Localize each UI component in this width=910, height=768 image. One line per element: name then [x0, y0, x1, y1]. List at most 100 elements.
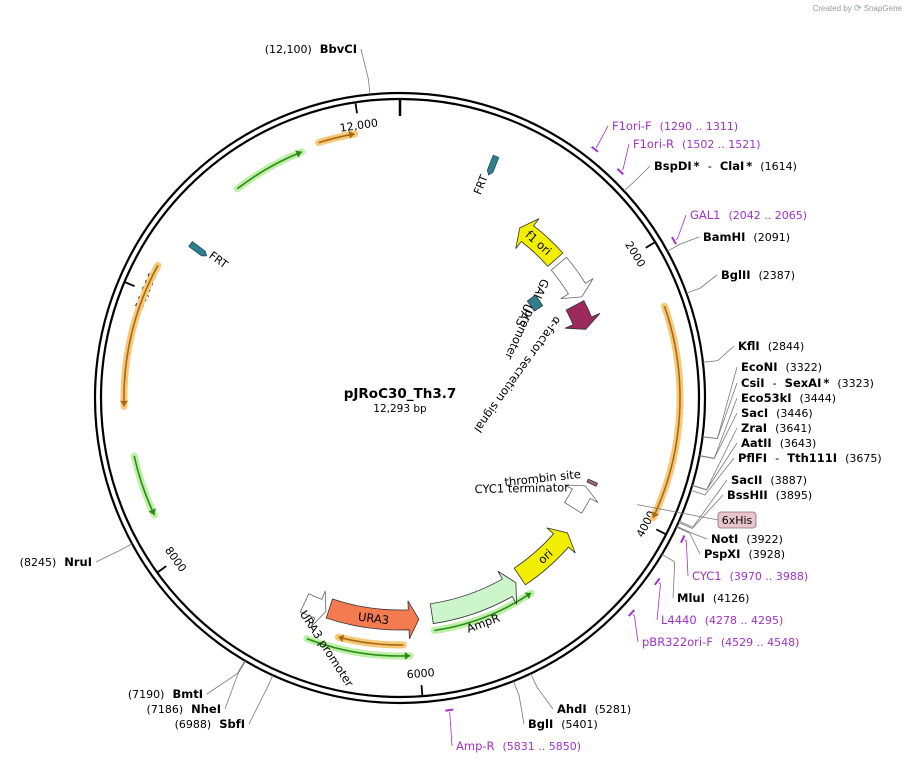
site-leader [702, 382, 738, 440]
site-position: (6988) [175, 718, 212, 731]
site-label: NotI(3922) [711, 532, 783, 546]
enzyme-site[interactable]: PflFI-Tth111I(3675) [690, 451, 882, 496]
primer-site[interactable]: pBR322ori-F(4529 .. 4548) [628, 609, 800, 649]
enzyme-site[interactable]: BssHII(3895) [678, 488, 813, 529]
feature-arrow [429, 570, 518, 625]
site-label: BssHII(3895) [727, 488, 812, 502]
feature-label: URA3 [357, 610, 390, 628]
primer-site[interactable]: CYC1(3970 .. 3988) [680, 535, 808, 583]
site-leader [206, 660, 246, 695]
site-leader [623, 165, 651, 192]
enzyme-site[interactable]: AhdI(5281) [530, 673, 632, 716]
site-leader [702, 345, 735, 363]
primer-site[interactable]: F1ori-R(1502 .. 1521) [616, 137, 761, 176]
enzyme-site[interactable]: (7186)NheI [147, 660, 246, 716]
enzyme-site[interactable]: ZraI (3641) [692, 421, 812, 491]
site-position: (4278 .. 4295) [705, 614, 784, 627]
site-label: (7190)BmtI [128, 687, 203, 701]
site-leader [692, 442, 738, 491]
site-position: (8245) [20, 556, 57, 569]
site-separator: - [773, 376, 777, 390]
snapgene-logo-text: SnapGene [863, 4, 902, 13]
enzyme-site[interactable]: BamHI(2091) [667, 230, 790, 252]
tick-mark [157, 565, 167, 573]
site-label: F1ori-F (1290 .. 1311) [612, 119, 738, 133]
site-leader [449, 712, 453, 747]
primer-site[interactable]: F1ori-F (1290 .. 1311) [591, 119, 739, 153]
enzyme-site[interactable]: MluI(4126) [661, 553, 750, 605]
plasmid-size: 12,293 bp [373, 403, 427, 415]
site-label: (7186)NheI [147, 702, 221, 716]
site-label: PflFI-Tth111I(3675) [738, 451, 882, 465]
site-position: (3322) [785, 361, 822, 374]
site-position: (3928) [748, 548, 785, 561]
site-name: Tth111I [787, 451, 837, 465]
site-name: * [746, 159, 752, 173]
site-leader [632, 614, 639, 643]
tick-label: 8000 [162, 544, 189, 574]
site-name: BglII [721, 268, 751, 282]
site-name: KflI [738, 339, 760, 353]
tick-label: 12,000 [339, 116, 379, 135]
site-leader [699, 412, 738, 460]
site-label: BspDI*-ClaI*(1614) [654, 159, 797, 173]
enzyme-site[interactable]: PspXI(3928) [676, 526, 785, 561]
site-position: (2387) [759, 269, 796, 282]
orf-arrowhead [524, 592, 531, 600]
tick-label: 6000 [406, 666, 435, 681]
site-name: NotI [711, 532, 738, 546]
enzyme-site[interactable]: NotI(3922) [676, 525, 783, 546]
enzyme-site[interactable]: SacII(3887) [678, 473, 807, 528]
site-name: PflFI [738, 451, 767, 465]
site-name: F1ori-F [612, 119, 652, 133]
site-name: SbfI [219, 717, 245, 731]
site-leader [676, 525, 708, 540]
site-name: CYC1 [692, 569, 722, 583]
enzyme-site[interactable]: Eco53kI(3444) [699, 391, 837, 459]
enzyme-site[interactable]: (12,100)BbvCI [265, 42, 371, 95]
site-label: pBR322ori-F(4529 .. 4548) [642, 635, 799, 649]
enzyme-site[interactable]: BglII (2387) [686, 268, 796, 294]
enzyme-site[interactable]: (7190)BmtI [128, 660, 246, 701]
frt-arrow [188, 241, 208, 257]
enzyme-site[interactable]: BspDI*-ClaI*(1614) [623, 159, 797, 192]
primer-site[interactable]: GAL1(2042 .. 2065) [671, 208, 807, 245]
orf-glow [130, 452, 158, 519]
site-position: (3641) [775, 422, 812, 435]
site-leader [702, 366, 738, 440]
frt-arrow [486, 154, 500, 176]
site-leader [360, 48, 371, 95]
site-label: ZraI (3641) [741, 421, 812, 435]
enzyme-site[interactable]: BglI(5401) [513, 680, 598, 731]
site-name: SacI [741, 406, 768, 420]
site-name: ZraI [741, 421, 767, 435]
site-name: EcoNI [741, 360, 777, 374]
enzyme-site[interactable]: AatII(3643) [692, 436, 816, 491]
backbone-outer-ring [93, 91, 707, 705]
enzyme-site[interactable]: CsiI-SexAI*(3323) [702, 376, 874, 440]
site-separator: - [775, 451, 779, 465]
frt-site [486, 154, 500, 176]
orf-arrowhead [295, 150, 302, 158]
feature-arrow [513, 527, 576, 586]
orf-arrowhead [404, 651, 411, 660]
site-position: (3323) [837, 377, 874, 390]
site-name: ClaI [720, 159, 744, 173]
enzyme-site[interactable]: (8245) NruI [20, 543, 133, 569]
primer-site[interactable]: L4440(4278 .. 4295) [654, 577, 784, 627]
site-position: (1614) [760, 160, 797, 173]
orf-arrowhead [651, 511, 660, 519]
tick-mark [354, 103, 358, 114]
site-label: BglI(5401) [528, 717, 598, 731]
site-position: (1290 .. 1311) [660, 120, 739, 133]
site-leader [678, 479, 728, 528]
primer-site[interactable]: Amp-R(5831 .. 5850) [445, 708, 581, 753]
feature-arrow [564, 484, 599, 514]
enzyme-site[interactable]: (6988) SbfI [175, 675, 274, 731]
site-name: SexAI [785, 376, 822, 390]
enzyme-site[interactable]: SacI(3446) [699, 406, 813, 460]
site-label: (12,100)BbvCI [265, 42, 357, 56]
enzyme-site[interactable]: KflI(2844) [702, 339, 804, 363]
site-name: NruI [64, 555, 92, 569]
